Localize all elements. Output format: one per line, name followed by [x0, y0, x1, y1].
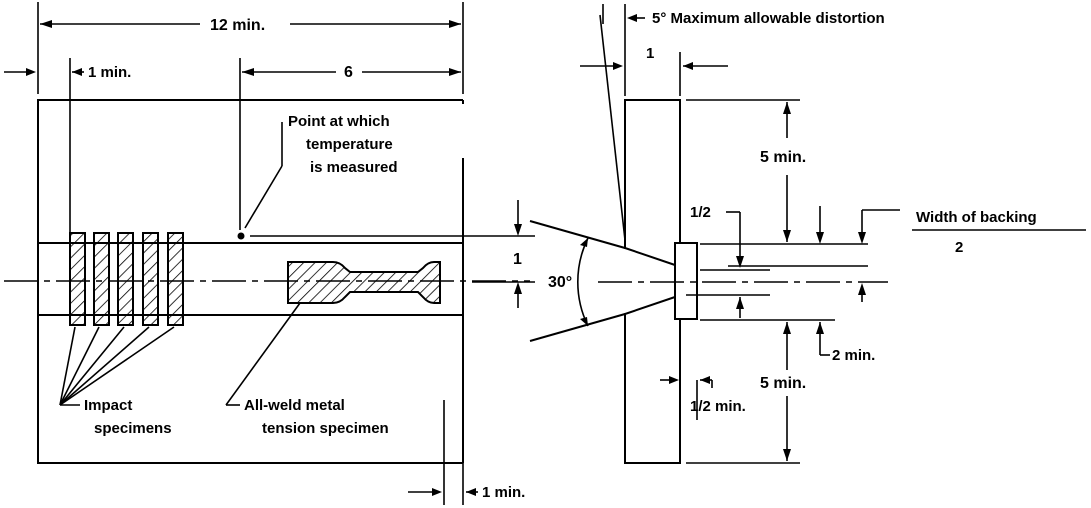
groove-angle-label: 30°	[548, 274, 572, 291]
height-bottom-label: 5 min.	[760, 375, 806, 392]
thickness-label: 1	[513, 251, 522, 268]
impact-specimens	[69, 232, 184, 326]
impact-specimen	[69, 232, 86, 326]
impact-specimen	[142, 232, 159, 326]
section-view: 30° 5° Maximum allowable distortion 1 5 …	[529, 4, 1086, 464]
bottom-spacing-label: 1 min.	[482, 484, 525, 501]
impact-specimens-label: Impact specimens	[84, 397, 172, 437]
impact-specimen	[167, 232, 184, 326]
half-min-label: 1/2 min.	[690, 398, 746, 415]
temperature-point-marker	[237, 232, 245, 240]
backing-width-denominator: 2	[955, 239, 963, 256]
backing-width-numerator: Width of backing	[916, 209, 1037, 226]
two-min-label: 2 min.	[832, 347, 875, 364]
impact-specimen	[93, 232, 110, 326]
impact-specimen	[117, 232, 134, 326]
overall-length-label: 12 min.	[210, 17, 265, 34]
dim-six-label: 6	[344, 64, 353, 81]
tension-specimen	[287, 261, 441, 304]
groove-face-bottom	[529, 313, 626, 342]
distortion-label: 5° Maximum allowable distortion	[652, 10, 885, 27]
tension-specimen-label: All-weld metal tension specimen	[244, 397, 389, 437]
height-top-label: 5 min.	[760, 149, 806, 166]
plate-thickness-label: 1	[646, 45, 654, 62]
groove-face-top	[529, 220, 626, 249]
root-half-label: 1/2	[690, 204, 711, 221]
backing-bar	[674, 242, 698, 320]
plan-view: 12 min. 1 min. 6 Point at which temperat…	[4, 2, 535, 505]
temperature-point-label: Point at which temperature is measured	[288, 113, 398, 176]
spacing-left-label: 1 min.	[88, 64, 131, 81]
